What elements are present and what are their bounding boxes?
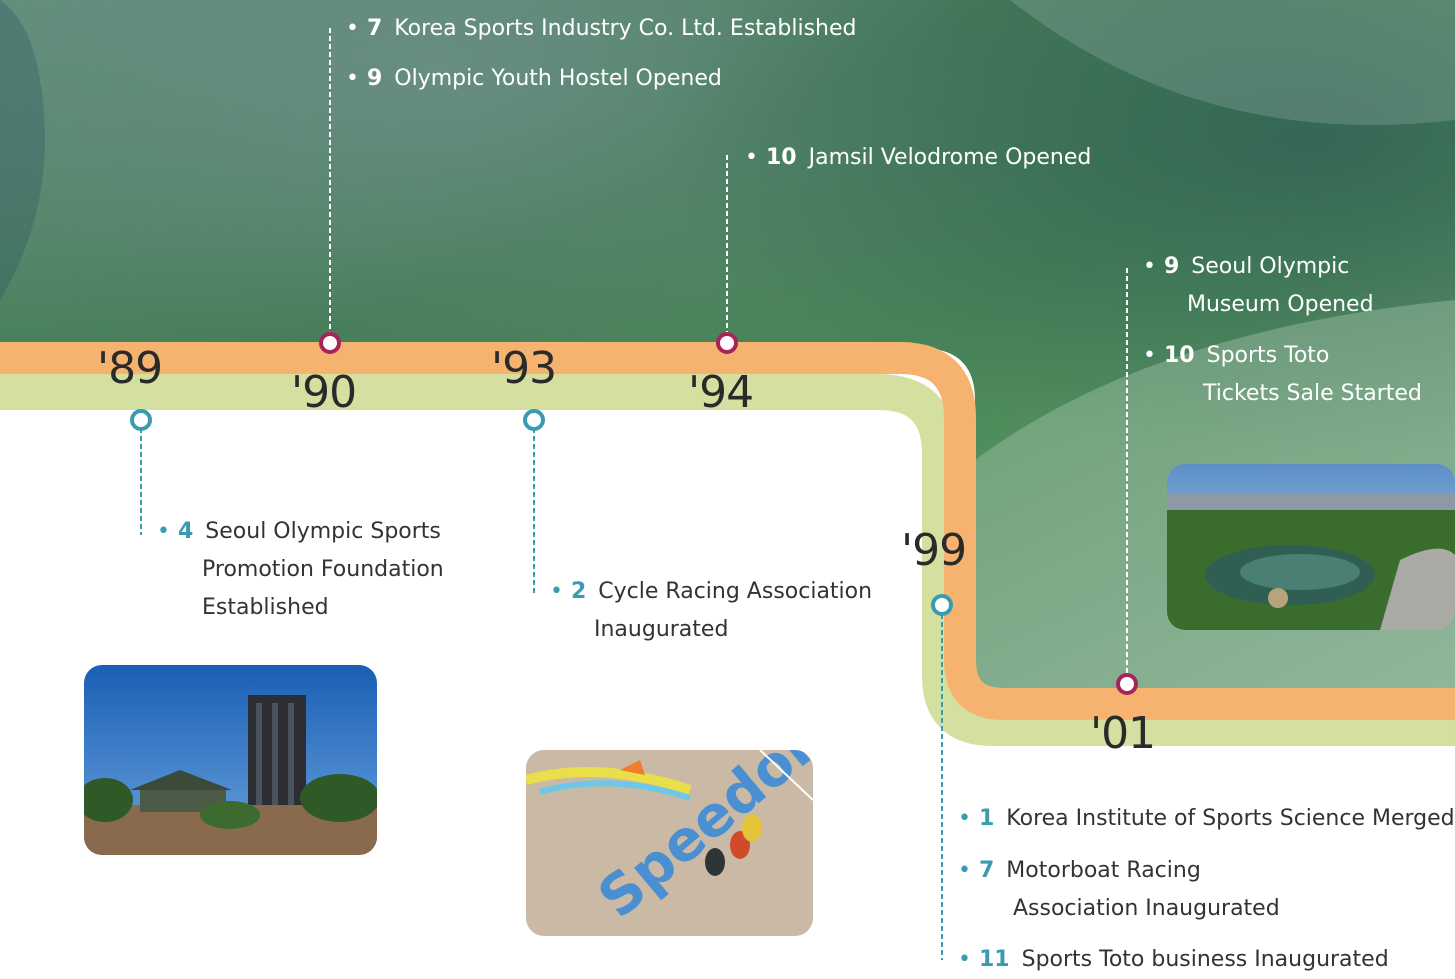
marker-01 bbox=[1116, 673, 1138, 695]
marker-94 bbox=[716, 332, 738, 354]
year-label-94: '94 bbox=[688, 367, 754, 418]
marker-90 bbox=[319, 332, 341, 354]
marker-99 bbox=[931, 594, 953, 616]
year-label-89: '89 bbox=[97, 343, 163, 394]
marker-93 bbox=[523, 409, 545, 431]
year-label-93: '93 bbox=[491, 343, 557, 394]
timeline-band-green bbox=[0, 374, 1455, 746]
olympic-park-aerial-photo bbox=[1167, 464, 1455, 630]
year-label-01: '01 bbox=[1090, 708, 1156, 759]
velodrome-speedom-photo: Speedom bbox=[526, 750, 813, 936]
olympic-tower-photo bbox=[84, 665, 377, 855]
year-label-90: '90 bbox=[291, 367, 357, 418]
marker-89 bbox=[130, 409, 152, 431]
year-label-99: '99 bbox=[901, 525, 967, 576]
timeline-band-orange bbox=[0, 342, 1455, 720]
